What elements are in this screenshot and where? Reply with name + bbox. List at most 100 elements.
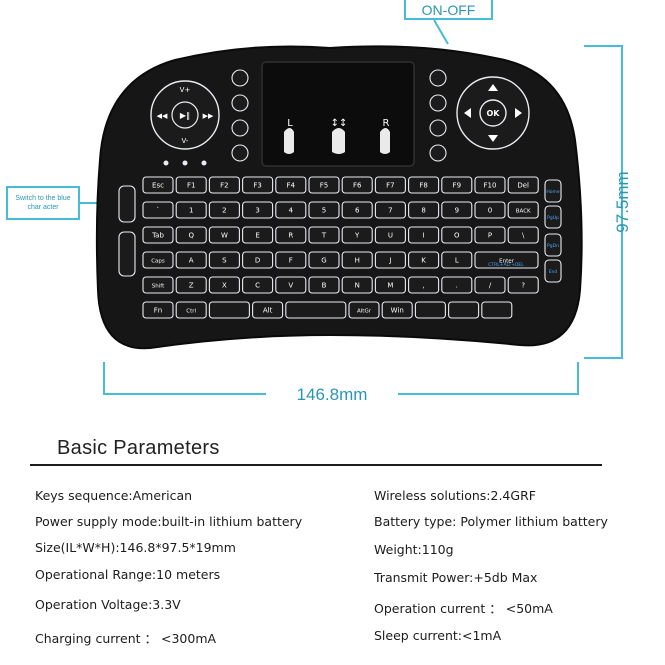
key-num-10-0[interactable] [474,201,506,219]
key-num-7-7[interactable] [374,201,406,219]
product-image: L ↕↕ R ▶‖ V+ V- ◀◀ ▶▶ OK [80,19,632,404]
key-z-10-symbol[interactable] [474,276,506,294]
ok-button[interactable] [479,99,507,127]
key-a-0-caps[interactable] [142,251,174,269]
side-nav-keys: Home PgUp PgDn End [544,179,562,283]
key-num-3-3[interactable] [242,201,274,219]
key-a-8-k[interactable] [408,251,440,269]
key-q-2-w[interactable] [208,226,240,244]
key-b-9-blank[interactable] [481,301,513,319]
key-q-8-i[interactable] [408,226,440,244]
key-q-6-y[interactable] [341,226,373,244]
key-num-4-4[interactable] [275,201,307,219]
key-z-1-z[interactable] [175,276,207,294]
side-mouse-key-2[interactable] [118,231,136,277]
key-b-7-blank[interactable] [414,301,446,319]
key-label-num-2: 2 [222,207,226,215]
key-b-5-altgr[interactable] [348,301,380,319]
mail-button[interactable] [231,94,249,112]
key-num-8-8[interactable] [408,201,440,219]
width-dimension-line [103,362,579,395]
key-q-11-symbol[interactable] [507,226,539,244]
key-b-2-blank[interactable] [208,301,250,319]
key-b-6-win[interactable] [381,301,413,319]
key-z-0-shift[interactable] [142,276,174,294]
right-mouse-button[interactable] [429,144,447,162]
key-a-3-d[interactable] [242,251,274,269]
key-f-2-f2[interactable] [208,176,240,194]
settings-button[interactable] [231,69,249,87]
key-b-3-alt[interactable] [252,301,284,319]
key-b-8-blank[interactable] [448,301,480,319]
key-q-4-r[interactable] [275,226,307,244]
key-label-num-11: BACK [516,209,531,215]
key-f-6-f6[interactable] [341,176,373,194]
key-q-9-o[interactable] [441,226,473,244]
key-a-9-l[interactable] [441,251,473,269]
key-num-5-5[interactable] [308,201,340,219]
key-z-3-c[interactable] [242,276,274,294]
play-pause-button[interactable] [171,101,199,129]
key-q-3-e[interactable] [242,226,274,244]
key-a-6-h[interactable] [341,251,373,269]
key-b-1-ctrl[interactable] [175,301,207,319]
key-q-0-tab[interactable] [142,226,174,244]
key-label-f-0: Esc [152,182,164,190]
key-q-7-u[interactable] [374,226,406,244]
key-f-11-del[interactable] [507,176,539,194]
play-pause-icon: ▶‖ [180,111,190,120]
key-z-11-symbol[interactable] [507,276,539,294]
key-num-6-6[interactable] [341,201,373,219]
search-button[interactable] [429,69,447,87]
key-q-10-p[interactable] [474,226,506,244]
key-a-7-j[interactable] [374,251,406,269]
end-key[interactable] [544,259,562,283]
key-q-1-q[interactable] [175,226,207,244]
key-q-5-t[interactable] [308,226,340,244]
key-z-8-symbol[interactable] [408,276,440,294]
key-f-9-f9[interactable] [441,176,473,194]
key-num-2-2[interactable] [208,201,240,219]
key-b-4-blank[interactable] [285,301,347,319]
key-num-1-1[interactable] [175,201,207,219]
key-label-q-6: Y [354,232,360,240]
home-key[interactable] [544,179,562,203]
key-a-2-s[interactable] [208,251,240,269]
key-label-a-4: F [289,257,293,265]
pgup-key[interactable] [544,205,562,229]
key-a-10-enter[interactable] [474,251,539,269]
key-f-8-f8[interactable] [408,176,440,194]
key-z-7-m[interactable] [374,276,406,294]
key-z-6-n[interactable] [341,276,373,294]
key-z-4-v[interactable] [275,276,307,294]
media-cluster: ▶‖ V+ V- ◀◀ ▶▶ [150,80,220,150]
key-f-0-esc[interactable] [142,176,174,194]
key-num-9-9[interactable] [441,201,473,219]
key-f-10-f10[interactable] [474,176,506,194]
params-divider [30,464,602,466]
key-z-9-symbol[interactable] [441,276,473,294]
key-num-11-back[interactable] [507,201,539,219]
key-label-a-1: A [189,257,194,265]
media-button[interactable] [231,119,249,137]
key-a-4-f[interactable] [275,251,307,269]
key-f-1-f1[interactable] [175,176,207,194]
vol-up-label: V+ [180,86,191,94]
left-mouse-button[interactable] [231,144,249,162]
key-f-3-f3[interactable] [242,176,274,194]
key-a-5-g[interactable] [308,251,340,269]
key-f-4-f4[interactable] [275,176,307,194]
key-num-0-symbol[interactable] [142,201,174,219]
pgdn-key[interactable] [544,233,562,257]
key-f-5-f5[interactable] [308,176,340,194]
browser-button[interactable] [429,119,447,137]
key-a-1-a[interactable] [175,251,207,269]
key-z-2-x[interactable] [208,276,240,294]
pgdn-key-label: PgDn [547,243,559,249]
key-b-0-fn[interactable] [142,301,174,319]
key-f-7-f7[interactable] [374,176,406,194]
touchpad[interactable] [261,61,415,167]
home-button[interactable] [429,94,447,112]
side-mouse-key-1[interactable] [118,185,136,223]
key-z-5-b[interactable] [308,276,340,294]
